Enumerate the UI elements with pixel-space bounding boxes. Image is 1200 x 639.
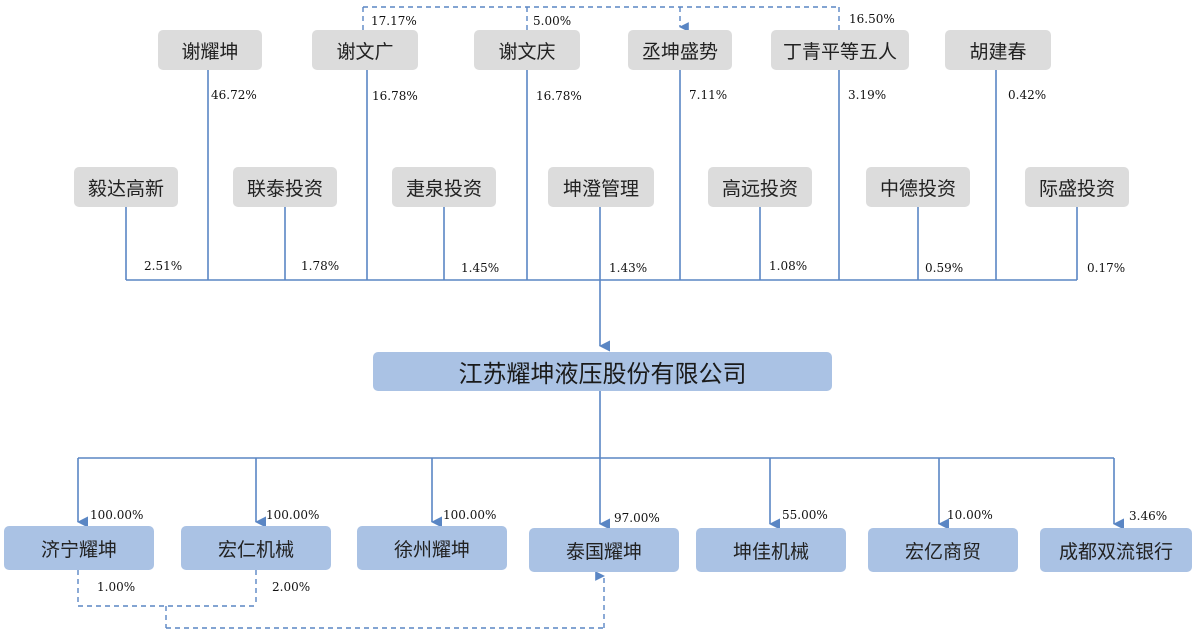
shareholder-label: 丞坤盛势 xyxy=(641,40,718,63)
pct-label: 10.00% xyxy=(947,508,993,522)
subsidiary-label: 济宁耀坤 xyxy=(40,538,117,561)
shareholder-liantai: 联泰投资 xyxy=(233,167,337,207)
company-name: 江苏耀坤液压股份有限公司 xyxy=(458,360,747,388)
subsidiary-hongyi: 宏亿商贸 xyxy=(868,528,1018,572)
shareholder-kuncheng: 坤澄管理 xyxy=(548,167,654,207)
subsidiary-label: 宏仁机械 xyxy=(217,538,294,561)
pct-label: 0.42% xyxy=(1008,88,1047,102)
pct-label: 1.45% xyxy=(461,261,500,275)
pct-label: 3.46% xyxy=(1129,509,1168,523)
pct-label: 3.19% xyxy=(848,88,887,102)
shareholder-kunsheng: 丞坤盛势 xyxy=(628,30,732,70)
pct-label: 16.78% xyxy=(536,89,582,103)
subsidiary-label: 泰国耀坤 xyxy=(565,540,642,563)
pct-label: 5.00% xyxy=(533,14,572,28)
shareholder-label: 中德投资 xyxy=(879,177,956,200)
shareholder-ding-qingping: 丁青平等五人 xyxy=(771,30,909,70)
shareholder-label: 高远投资 xyxy=(721,177,798,200)
pct-label: 17.17% xyxy=(371,14,417,28)
shareholder-label: 谢耀坤 xyxy=(181,40,239,63)
pct-label: 1.00% xyxy=(97,580,136,594)
subsidiary-jining: 济宁耀坤 xyxy=(4,526,154,570)
shareholder-label: 谢文庆 xyxy=(498,40,556,63)
subsidiary-xuzhou: 徐州耀坤 xyxy=(357,526,507,570)
pct-label: 7.11% xyxy=(689,88,728,102)
shareholder-gaoyuan: 高远投资 xyxy=(708,167,812,207)
shareholder-xie-yaokun: 谢耀坤 xyxy=(158,30,262,70)
pct-label: 16.50% xyxy=(849,12,895,26)
shareholder-label: 际盛投资 xyxy=(1038,177,1115,200)
shareholder-label: 胡建春 xyxy=(969,40,1027,63)
shareholder-jiequan: 疌泉投资 xyxy=(392,167,496,207)
pct-label: 1.78% xyxy=(301,259,340,273)
company-box: 江苏耀坤液压股份有限公司 xyxy=(373,352,832,391)
pct-label: 100.00% xyxy=(443,508,497,522)
pct-label: 0.59% xyxy=(925,261,964,275)
pct-label: 46.72% xyxy=(211,88,257,102)
shareholder-label: 毅达高新 xyxy=(87,177,164,200)
shareholder-yida: 毅达高新 xyxy=(74,167,178,207)
shareholder-label: 谢文广 xyxy=(336,40,394,63)
subsidiary-chengdu-bank: 成都双流银行 xyxy=(1040,528,1192,572)
pct-label: 2.00% xyxy=(272,580,311,594)
pct-label: 100.00% xyxy=(90,508,144,522)
shareholder-label: 联泰投资 xyxy=(246,177,323,200)
subsidiary-thailand: 泰国耀坤 xyxy=(529,528,679,572)
subsidiary-kunjia: 坤佳机械 xyxy=(696,528,846,572)
subsidiary-label: 徐州耀坤 xyxy=(393,538,470,561)
pct-label: 2.51% xyxy=(144,259,183,273)
subsidiary-label: 宏亿商贸 xyxy=(904,540,981,563)
shareholder-hu-jianchun: 胡建春 xyxy=(945,30,1051,70)
pct-label: 1.43% xyxy=(609,261,648,275)
pct-label: 0.17% xyxy=(1087,261,1126,275)
shareholder-jisheng: 际盛投资 xyxy=(1025,167,1129,207)
pct-label: 55.00% xyxy=(782,508,828,522)
shareholder-xie-wenguang: 谢文广 xyxy=(312,30,418,70)
shareholder-zhongde: 中德投资 xyxy=(866,167,970,207)
pct-label: 97.00% xyxy=(614,511,660,525)
pct-label: 100.00% xyxy=(266,508,320,522)
shareholder-label: 丁青平等五人 xyxy=(782,40,897,63)
pct-label: 1.08% xyxy=(769,259,808,273)
subsidiary-label: 坤佳机械 xyxy=(732,540,809,563)
shareholder-label: 疌泉投资 xyxy=(405,177,482,200)
pct-label: 16.78% xyxy=(372,89,418,103)
subsidiary-hongren: 宏仁机械 xyxy=(181,526,331,570)
shareholder-label: 坤澄管理 xyxy=(562,177,639,200)
subsidiary-label: 成都双流银行 xyxy=(1058,540,1173,563)
shareholder-xie-wenqing: 谢文庆 xyxy=(474,30,580,70)
